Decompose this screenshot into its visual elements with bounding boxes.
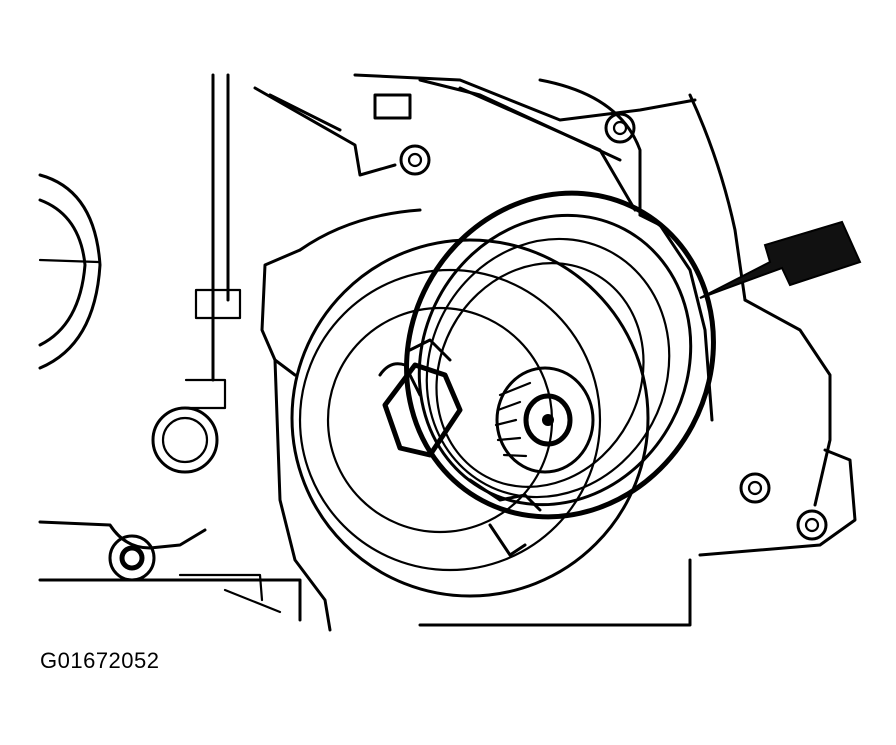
engine-illustration (38, 73, 862, 632)
left-rail (184, 73, 242, 410)
left-port (151, 406, 219, 474)
tool-clamp (378, 338, 542, 557)
left-pulley (38, 173, 102, 370)
housing (253, 73, 857, 632)
bolt-lower-left (108, 534, 156, 582)
housing-bolts (399, 112, 828, 541)
figure-id-label: G01672052 (40, 648, 160, 673)
arrow-icon (699, 220, 862, 299)
lower-left-bracket (38, 520, 302, 622)
seal-bore (290, 238, 650, 598)
crankshaft-end (494, 366, 595, 474)
